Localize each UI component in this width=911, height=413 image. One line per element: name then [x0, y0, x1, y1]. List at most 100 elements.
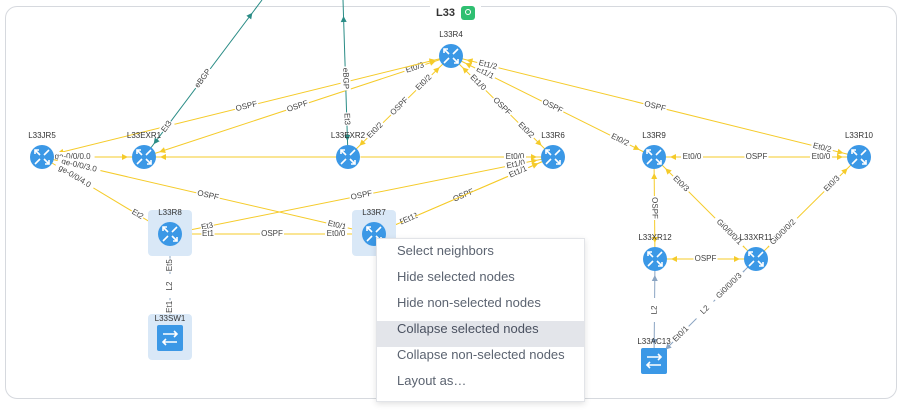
- node-label: L33R6: [541, 131, 565, 140]
- node-l33jr5[interactable]: L33JR5: [28, 131, 56, 169]
- link-arrow: [122, 154, 128, 160]
- node-l33r10[interactable]: L33R10: [845, 131, 874, 169]
- router-icon: [541, 145, 565, 169]
- link-arrow: [462, 67, 469, 74]
- router-icon: [158, 222, 182, 246]
- link-label: L2: [650, 305, 659, 315]
- port-label: Et1: [202, 229, 215, 238]
- router-arrows: [340, 149, 356, 165]
- node-label: L33AC13: [637, 337, 671, 346]
- link-label-bg: [539, 96, 566, 117]
- port-label-bg: [810, 140, 834, 156]
- link-arrow: [433, 67, 440, 74]
- port-label-bg: [669, 322, 693, 346]
- node-l33r4[interactable]: L33R4: [439, 30, 463, 68]
- menu-item-collapse-selected[interactable]: Collapse selected nodes: [377, 321, 584, 347]
- link-label: eBGP: [341, 68, 351, 90]
- port-label-bg: [129, 206, 146, 223]
- link-arrow: [651, 172, 658, 180]
- node-l33r9[interactable]: L33R9: [642, 131, 666, 169]
- node-l33xr12[interactable]: L33XR12: [638, 233, 672, 271]
- link-arrow: [632, 144, 640, 150]
- link-label-bg: [642, 98, 668, 115]
- menu-item-collapse-non-selected[interactable]: Collapse non-selected nodes: [397, 347, 565, 362]
- node-label: L33R10: [845, 131, 874, 140]
- router-arrows: [34, 149, 50, 165]
- router-icon: [439, 44, 463, 68]
- node-label: L33JR5: [28, 131, 56, 140]
- port-label-bg: [681, 152, 703, 162]
- port-label-bg: [607, 130, 633, 150]
- router-arrowheads: [748, 251, 764, 267]
- link-ospf[interactable]: OSPF: [649, 156, 660, 260]
- link-label-bg: [489, 94, 515, 119]
- port-label-bg: [711, 268, 747, 304]
- link-ospf[interactable]: OSPF Et0/0 Et0/0: [654, 152, 859, 162]
- menu-item-hide-non-selected[interactable]: Hide non-selected nodes: [397, 295, 541, 310]
- switch-arrows: [645, 353, 663, 369]
- port-label: Et3: [200, 220, 214, 231]
- port-label-bg: [476, 57, 500, 73]
- link-arrow: [651, 236, 658, 244]
- port-label: Et0/0: [812, 152, 831, 161]
- link-arrow: [651, 338, 658, 346]
- link-arrow: [651, 274, 658, 282]
- link-arrow: [160, 154, 166, 160]
- switch-icon: [641, 348, 667, 374]
- node-l33exr2[interactable]: L33EXR2: [331, 131, 366, 169]
- port-label: Et3: [342, 113, 351, 126]
- link-arrow: [159, 147, 166, 153]
- link-label-bg: [165, 274, 175, 298]
- menu-item-layout-as[interactable]: Layout as…: [397, 373, 467, 388]
- link-label: OSPF: [350, 189, 373, 202]
- port-label-bg: [765, 214, 801, 250]
- router-icon: [642, 145, 666, 169]
- link-label: OSPF: [746, 152, 768, 161]
- link-label-bg: [649, 195, 660, 221]
- router-arrowheads: [545, 149, 561, 165]
- port-label: Et0/0: [506, 152, 525, 161]
- link-arrow: [466, 58, 474, 65]
- port-label: Et0/0: [683, 152, 702, 161]
- node-l33exr1[interactable]: L33EXR1: [127, 131, 162, 169]
- node-l33r8[interactable]: L33R8: [148, 208, 192, 256]
- port-label-bg: [165, 258, 175, 272]
- link-arrow: [670, 154, 676, 160]
- port-label: Et0/1: [327, 219, 348, 232]
- link-ospf[interactable]: OSPF: [41, 55, 452, 158]
- menu-item-hide-selected[interactable]: Hide selected nodes: [397, 269, 515, 284]
- link-ebgp[interactable]: eBGP Et3: [340, 0, 352, 158]
- group-header[interactable]: L33: [430, 5, 481, 21]
- port-label: Et0/2: [812, 141, 833, 154]
- link-label: OSPF: [650, 197, 659, 219]
- port-label: Gi0/0/0/2: [768, 217, 798, 247]
- link-l2[interactable]: L2: [649, 258, 660, 362]
- node-l33r6[interactable]: L33R6: [541, 131, 565, 169]
- router-icon: [30, 145, 54, 169]
- link-label-bg: [191, 65, 215, 92]
- link-arrow: [671, 256, 677, 262]
- link-label-bg: [233, 98, 260, 115]
- link-arrow: [837, 154, 843, 160]
- switch-icon: [157, 325, 183, 351]
- link-label-bg: [744, 152, 769, 162]
- port-label-bg: [466, 71, 490, 95]
- port-label: Et5: [165, 259, 174, 272]
- link-ospf[interactable]: OSPF: [655, 254, 756, 264]
- node-l33ac13[interactable]: L33AC13: [637, 337, 671, 374]
- link-label-bg: [284, 98, 311, 115]
- node-l33sw1[interactable]: L33SW1: [148, 314, 192, 360]
- menu-item-select-neighbors[interactable]: Select neighbors: [397, 243, 494, 258]
- port-label-bg: [158, 118, 175, 135]
- node-l33xr11[interactable]: L33XR11: [740, 233, 773, 271]
